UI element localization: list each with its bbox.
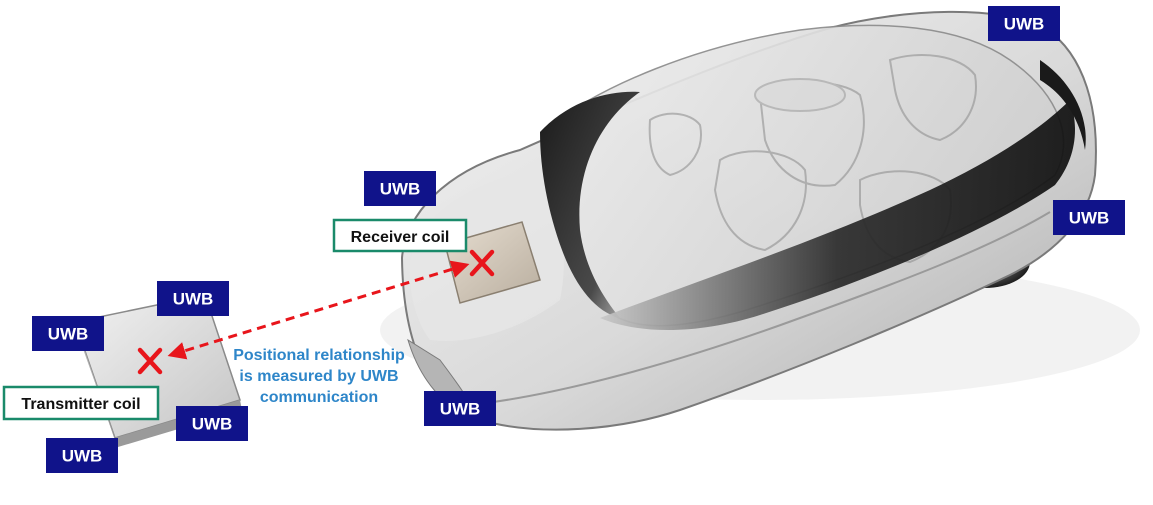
caption-line-2: is measured by UWB (239, 368, 398, 385)
uwb-badge-pad-top: UWB (157, 281, 229, 316)
uwb-badge-pad-right: UWB (176, 406, 248, 441)
uwb-badge-text: UWB (440, 400, 481, 419)
uwb-badge-car-front: UWB (424, 391, 496, 426)
uwb-badge-car-hood: UWB (364, 171, 436, 206)
uwb-caption: Positional relationship is measured by U… (233, 347, 405, 406)
caption-line-1: Positional relationship (233, 347, 405, 364)
uwb-badge-text: UWB (173, 290, 214, 309)
uwb-badge-text: UWB (1004, 15, 1045, 34)
uwb-badge-text: UWB (62, 447, 103, 466)
receiver-coil-text: Receiver coil (351, 229, 450, 246)
transmitter-x-marker (137, 347, 163, 375)
uwb-badge-car-roof-rear: UWB (988, 6, 1060, 41)
uwb-badge-pad-left: UWB (32, 316, 104, 351)
uwb-badge-text: UWB (192, 415, 233, 434)
uwb-badge-car-rear-side: UWB (1053, 200, 1125, 235)
car-rear-pillar (600, 100, 1075, 331)
car-a-pillar (540, 91, 640, 318)
uwb-badge-text: UWB (48, 325, 89, 344)
car-illustration (380, 10, 1140, 431)
uwb-badge-text: UWB (380, 180, 421, 199)
caption-line-3: communication (260, 389, 378, 406)
uwb-measurement-arrow (167, 260, 470, 360)
transmitter-coil-label: Transmitter coil (2, 385, 160, 421)
uwb-badge-pad-bottom: UWB (46, 438, 118, 473)
transmitter-coil-text: Transmitter coil (21, 396, 140, 413)
uwb-badge-text: UWB (1069, 209, 1110, 228)
receiver-coil-label: Receiver coil (332, 218, 468, 253)
car-interior (648, 54, 977, 264)
receiver-x-marker (469, 249, 495, 277)
